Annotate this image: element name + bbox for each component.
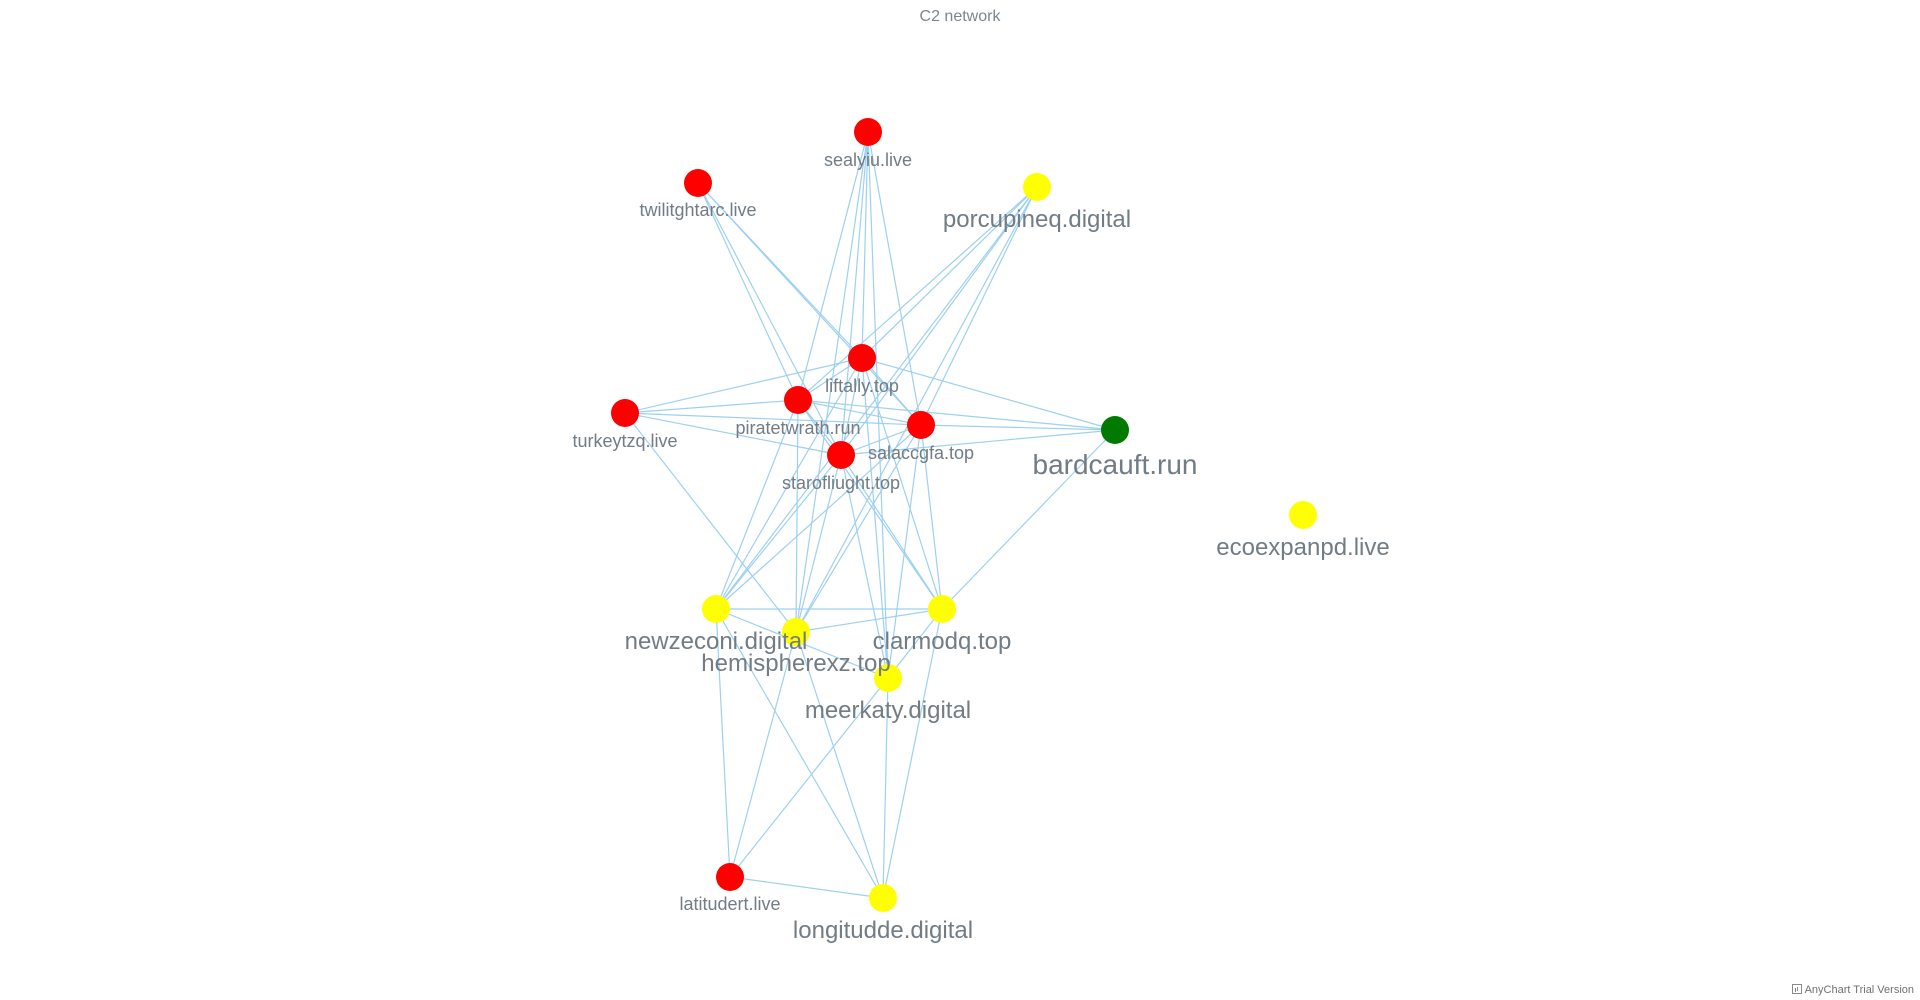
node-meerkaty-digital[interactable] <box>874 664 902 692</box>
edge-liftally-top-to-meerkaty-digital[interactable] <box>861 357 889 679</box>
edge-hemispherexz-top-to-latitudert-live[interactable] <box>729 631 797 878</box>
node-label-twilitghtarc-live: twilitghtarc.live <box>639 200 756 220</box>
edge-bardcauft-run-to-clarmodq-top[interactable] <box>941 429 1116 610</box>
edge-newzeconi-digital-to-longitudde-digital[interactable] <box>715 608 884 899</box>
edge-starofliught-top-to-hemispherexz-top[interactable] <box>795 454 842 633</box>
edge-twilitghtarc-live-to-starofliught-top[interactable] <box>697 182 842 456</box>
edge-sealyiu-live-to-starofliught-top[interactable] <box>840 131 869 456</box>
edge-liftally-top-to-bardcauft-run[interactable] <box>861 357 1116 431</box>
node-label-salaccgfa-top: salaccgfa.top <box>868 443 974 463</box>
labels-layer: sealyiu.live twilitghtarc.live porcupineq.… <box>572 150 1389 944</box>
edge-latitudert-live-to-longitudde-digital[interactable] <box>729 876 884 899</box>
edge-meerkaty-digital-to-latitudert-live[interactable] <box>729 677 889 878</box>
edge-sealyiu-live-to-piratetwrath-run[interactable] <box>797 131 869 401</box>
edge-turkeytzq-live-to-liftally-top[interactable] <box>624 357 863 414</box>
edges-layer <box>624 131 1116 899</box>
edge-porcupineq-digital-to-piratetwrath-run[interactable] <box>797 186 1038 401</box>
node-label-longitudde-digital: longitudde.digital <box>793 917 973 944</box>
node-latitudert-live[interactable] <box>716 863 744 891</box>
node-newzeconi-digital[interactable] <box>702 595 730 623</box>
node-turkeytzq-live[interactable] <box>611 399 639 427</box>
edge-twilitghtarc-live-to-salaccgfa-top[interactable] <box>697 182 922 426</box>
edge-starofliught-top-to-clarmodq-top[interactable] <box>840 454 943 610</box>
edge-salaccgfa-top-to-clarmodq-top[interactable] <box>920 424 943 610</box>
edge-twilitghtarc-live-to-piratetwrath-run[interactable] <box>697 182 799 401</box>
node-label-bardcauft-run: bardcauft.run <box>1033 449 1198 480</box>
chart-title: C2 network <box>919 8 1001 25</box>
node-label-piratetwrath-run: piratetwrath.run <box>735 418 860 438</box>
node-label-porcupineq-digital: porcupineq.digital <box>943 206 1131 233</box>
node-label-liftally-top: liftally.top <box>825 376 899 396</box>
edge-turkeytzq-live-to-starofliught-top[interactable] <box>624 412 842 456</box>
edge-porcupineq-digital-to-salaccgfa-top[interactable] <box>920 186 1038 426</box>
edge-sealyiu-live-to-salaccgfa-top[interactable] <box>867 131 922 426</box>
node-ecoexpanpd-live[interactable] <box>1289 501 1317 529</box>
edge-sealyiu-live-to-hemispherexz-top[interactable] <box>795 131 869 633</box>
node-hemispherexz-top[interactable] <box>782 618 810 646</box>
node-label-sealyiu-live: sealyiu.live <box>824 150 912 170</box>
edge-turkeytzq-live-to-hemispherexz-top[interactable] <box>624 412 797 633</box>
node-clarmodq-top[interactable] <box>928 595 956 623</box>
edge-salaccgfa-top-to-bardcauft-run[interactable] <box>920 424 1116 431</box>
edge-porcupineq-digital-to-hemispherexz-top[interactable] <box>795 186 1038 633</box>
node-salaccgfa-top[interactable] <box>907 411 935 439</box>
edge-starofliught-top-to-newzeconi-digital[interactable] <box>715 454 842 610</box>
edge-porcupineq-digital-to-liftally-top[interactable] <box>861 186 1038 359</box>
edge-piratetwrath-run-to-bardcauft-run[interactable] <box>797 399 1116 431</box>
edge-salaccgfa-top-to-starofliught-top[interactable] <box>840 424 922 456</box>
edge-clarmodq-top-to-meerkaty-digital[interactable] <box>887 608 943 679</box>
node-label-newzeconi-digital: newzeconi.digital <box>625 628 808 655</box>
credit-watermark[interactable]: AnyChart Trial Version <box>1791 984 1914 996</box>
edge-clarmodq-top-to-longitudde-digital[interactable] <box>882 608 943 899</box>
node-porcupineq-digital[interactable] <box>1023 173 1051 201</box>
chart-logo-icon <box>1791 984 1802 994</box>
edge-liftally-top-to-starofliught-top[interactable] <box>840 357 863 456</box>
edge-salaccgfa-top-to-hemispherexz-top[interactable] <box>795 424 922 633</box>
edge-piratetwrath-run-to-hemispherexz-top[interactable] <box>795 399 799 633</box>
edge-turkeytzq-live-to-salaccgfa-top[interactable] <box>624 412 922 426</box>
node-piratetwrath-run[interactable] <box>784 386 812 414</box>
edge-meerkaty-digital-to-longitudde-digital[interactable] <box>882 677 889 899</box>
credit-text: AnyChart Trial Version <box>1804 984 1914 996</box>
node-sealyiu-live[interactable] <box>854 118 882 146</box>
edge-liftally-top-to-clarmodq-top[interactable] <box>861 357 943 610</box>
nodes-layer <box>611 118 1317 912</box>
node-label-clarmodq-top: clarmodq.top <box>873 628 1012 655</box>
edge-sealyiu-live-to-liftally-top[interactable] <box>861 131 869 359</box>
edge-piratetwrath-run-to-newzeconi-digital[interactable] <box>715 399 799 610</box>
node-longitudde-digital[interactable] <box>869 884 897 912</box>
edge-salaccgfa-top-to-newzeconi-digital[interactable] <box>715 424 922 610</box>
edge-starofliught-top-to-meerkaty-digital[interactable] <box>840 454 889 679</box>
edge-newzeconi-digital-to-latitudert-live[interactable] <box>715 608 731 878</box>
edge-liftally-top-to-newzeconi-digital[interactable] <box>715 357 863 610</box>
node-label-hemispherexz-top: hemispherexz.top <box>701 650 890 677</box>
node-label-ecoexpanpd-live: ecoexpanpd.live <box>1216 534 1389 561</box>
node-twilitghtarc-live[interactable] <box>684 169 712 197</box>
node-bardcauft-run[interactable] <box>1101 416 1129 444</box>
node-starofliught-top[interactable] <box>827 441 855 469</box>
node-label-meerkaty-digital: meerkaty.digital <box>805 697 971 724</box>
edge-porcupineq-digital-to-newzeconi-digital[interactable] <box>715 186 1038 610</box>
edge-hemispherexz-top-to-longitudde-digital[interactable] <box>795 631 884 899</box>
node-label-latitudert-live: latitudert.live <box>679 894 780 914</box>
edge-turkeytzq-live-to-piratetwrath-run[interactable] <box>624 399 799 414</box>
edge-starofliught-top-to-bardcauft-run[interactable] <box>840 429 1116 456</box>
node-liftally-top[interactable] <box>848 344 876 372</box>
node-label-turkeytzq-live: turkeytzq.live <box>572 431 677 451</box>
edge-porcupineq-digital-to-starofliught-top[interactable] <box>840 186 1038 456</box>
edge-piratetwrath-run-to-salaccgfa-top[interactable] <box>797 399 922 426</box>
node-label-starofliught-top: starofliught.top <box>782 473 900 493</box>
edge-piratetwrath-run-to-clarmodq-top[interactable] <box>797 399 943 610</box>
edge-hemispherexz-top-to-clarmodq-top[interactable] <box>795 608 943 633</box>
edge-liftally-top-to-salaccgfa-top[interactable] <box>861 357 922 426</box>
